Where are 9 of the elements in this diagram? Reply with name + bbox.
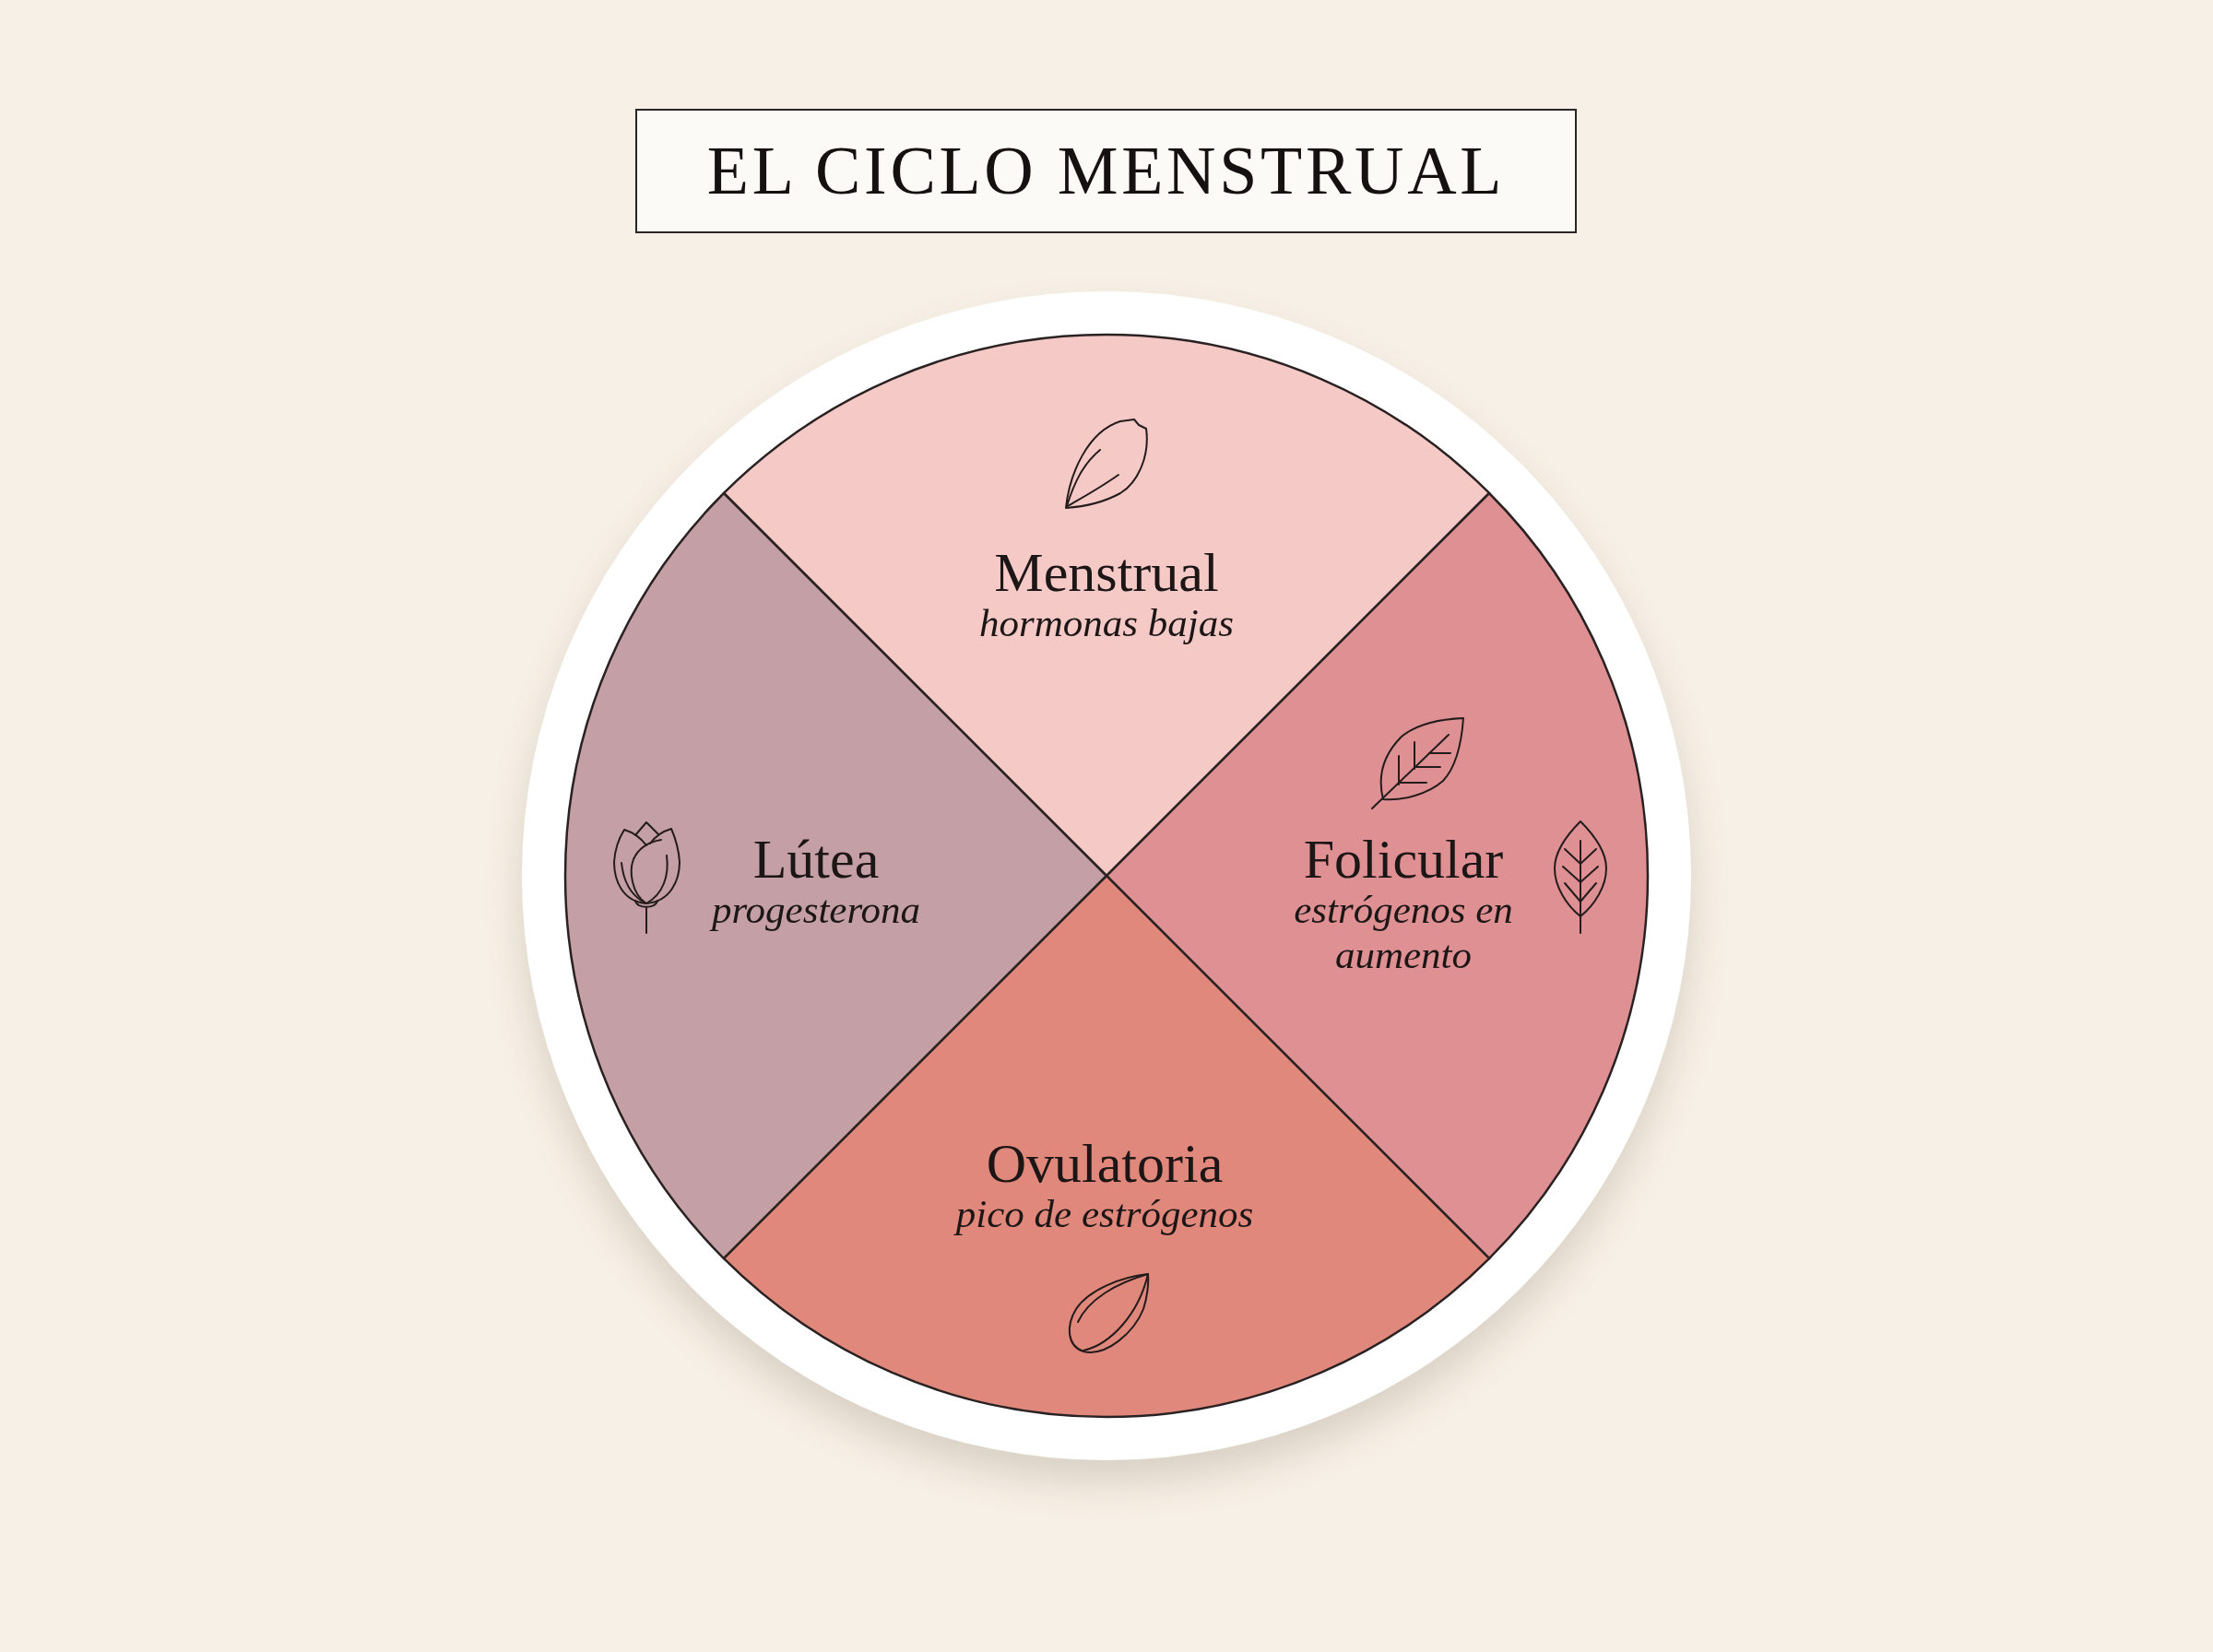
phase-description: estrógenos en aumento [1293, 887, 1514, 978]
phase-name: Folicular [1303, 832, 1504, 887]
phase-description: progesterona [711, 887, 921, 933]
phase-description: pico de estrógenos [955, 1191, 1254, 1237]
phase-name: Ovulatoria [986, 1136, 1224, 1191]
phase-name: Menstrual [994, 545, 1219, 600]
phase-name: Lútea [752, 832, 880, 887]
phase-description: hormonas bajas [979, 600, 1234, 646]
title-banner: EL CICLO MENSTRUAL [635, 109, 1577, 233]
